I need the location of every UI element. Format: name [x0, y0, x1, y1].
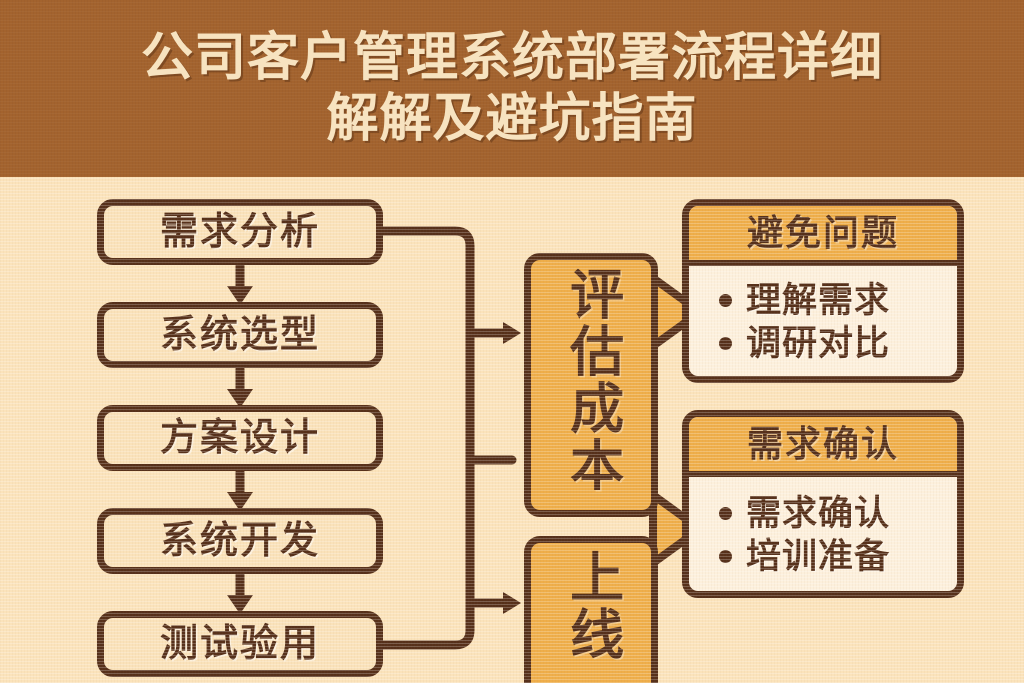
info-card-1[interactable]: 避免问题 理解需求 调研对比: [682, 199, 964, 383]
bullet-dot-icon: [719, 293, 732, 307]
info-card-2-bullet-2: 培训准备: [719, 536, 957, 577]
info-card-1-bullet-1: 理解需求: [719, 280, 957, 321]
phase-box-1[interactable]: 评估成本: [524, 253, 658, 517]
bullet-dot-icon: [719, 337, 732, 351]
info-card-1-bullet-1-text: 理解需求: [746, 280, 891, 320]
phase-label-2: 上线: [561, 549, 622, 663]
bullet-dot-icon: [719, 506, 732, 520]
phase-label-1: 评估成本: [561, 266, 622, 494]
flow-step-box-2[interactable]: 系统选型: [97, 302, 383, 368]
flow-step-label-2: 系统选型: [159, 314, 320, 356]
info-card-2-header: 需求确认: [689, 417, 957, 477]
page-title: 公司客户管理系统部署流程详细 解解及避坑指南: [141, 28, 883, 149]
page-title-line-2: 解解及避坑指南: [326, 89, 698, 148]
info-card-2-bullet-1-text: 需求确认: [746, 493, 891, 533]
info-card-2-body: 需求确认 培训准备: [689, 477, 957, 591]
info-card-2-bullet-2-text: 培训准备: [746, 537, 891, 576]
info-card-1-bullet-2: 调研对比: [719, 323, 957, 364]
info-card-1-title: 避免问题: [746, 212, 899, 253]
title-banner: 公司客户管理系统部署流程详细 解解及避坑指南: [0, 0, 1024, 177]
page-title-line-1: 公司客户管理系统部署流程详细: [140, 29, 883, 88]
flow-step-label-1: 需求分析: [159, 211, 320, 253]
flow-step-label-3: 方案设计: [159, 417, 320, 459]
flow-step-label-4: 系统开发: [159, 520, 320, 562]
phase-box-2[interactable]: 上线: [524, 536, 658, 683]
info-card-1-bullet-2-text: 调研对比: [746, 324, 891, 363]
flow-step-box-1[interactable]: 需求分析: [97, 199, 383, 265]
bullet-dot-icon: [719, 550, 732, 564]
info-card-2-bullet-1: 需求确认: [719, 493, 957, 534]
flow-step-label-5: 测试验用: [159, 623, 320, 665]
info-card-2[interactable]: 需求确认 需求确认 培训准备: [682, 410, 964, 598]
flow-step-box-3[interactable]: 方案设计: [97, 405, 383, 471]
flow-step-box-5[interactable]: 测试验用: [97, 611, 383, 677]
info-card-2-title: 需求确认: [746, 423, 899, 464]
info-card-1-header: 避免问题: [689, 206, 957, 266]
flow-step-box-4[interactable]: 系统开发: [97, 508, 383, 574]
info-card-1-body: 理解需求 调研对比: [689, 266, 957, 376]
